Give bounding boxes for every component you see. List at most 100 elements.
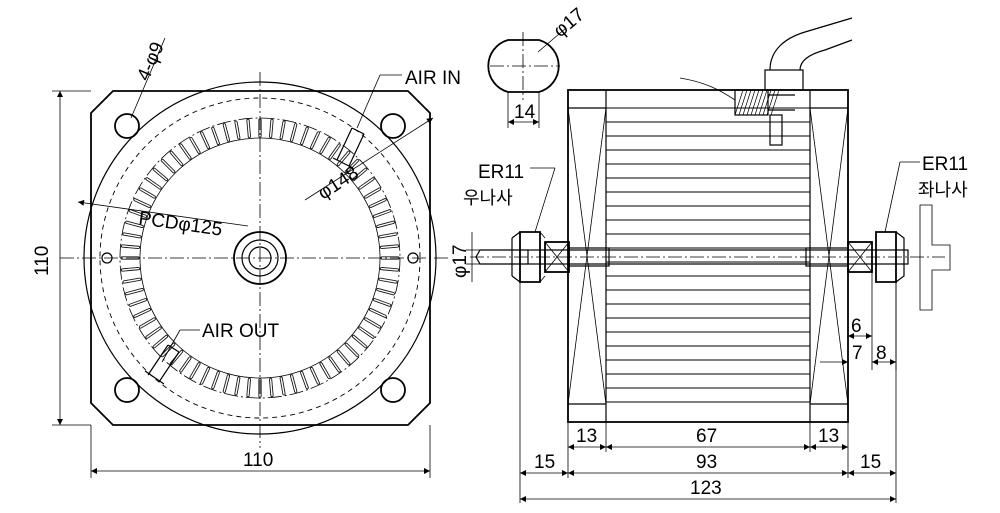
- cooling-slot-inner: [139, 318, 156, 328]
- gland-hatch: [754, 89, 764, 116]
- cooling-slot-inner: [345, 159, 359, 173]
- cooling-slot-inner: [379, 278, 397, 283]
- cooling-slot-inner: [377, 288, 394, 295]
- cooling-slot-inner: [121, 245, 140, 249]
- left-er11-nut: [511, 231, 546, 283]
- cooling-slot-inner: [123, 233, 141, 238]
- gland-hatch: [750, 89, 760, 116]
- air-in-nozzle: [332, 74, 402, 169]
- cooling-slot-inner: [180, 144, 191, 159]
- cooling-slot-inner: [373, 210, 391, 218]
- cooling-slot-inner: [369, 198, 386, 208]
- cooling-slot-inner: [223, 375, 230, 392]
- dim123-label: 123: [690, 478, 722, 499]
- cooling-slot-inner: [320, 363, 330, 379]
- detail-dia-label: φ17: [550, 4, 589, 42]
- cooling-slot-inner: [365, 188, 381, 198]
- mount-hole-br: [380, 377, 406, 403]
- cooling-slot-inner: [380, 245, 399, 249]
- cooling-slot-inner: [235, 121, 240, 139]
- cooling-slot-inner: [161, 159, 175, 173]
- shaft-section-detail: φ17 14: [487, 4, 589, 128]
- left-nut-type: 우나사: [463, 188, 513, 209]
- dim93-label: 93: [696, 452, 717, 473]
- hole-leader: [130, 37, 166, 119]
- side-shaft-dia-label: φ17: [450, 245, 471, 278]
- dim7-label: 7: [852, 343, 863, 364]
- cooling-slot-inner: [200, 367, 210, 384]
- cooling-slot-inner: [310, 132, 319, 149]
- cooling-slot-inner: [337, 151, 350, 166]
- dim6-label: 6: [851, 316, 862, 337]
- cooling-slot-inner: [301, 371, 308, 389]
- cooling-slot-inner: [337, 350, 350, 365]
- mount-hole-tl: [114, 113, 140, 139]
- dia148-dim-line: [304, 117, 434, 201]
- cooling-slot-inner: [190, 363, 200, 379]
- gland-hatch: [762, 89, 772, 116]
- cooling-slot-inner: [212, 127, 220, 145]
- cooling-slot-inner: [123, 278, 141, 283]
- pcd-leader: [77, 199, 249, 227]
- cooling-slot-inner: [134, 308, 151, 317]
- cooling-slot-inner: [365, 318, 381, 328]
- cooling-slot-inner: [223, 123, 230, 141]
- mount-hole-bl: [114, 377, 140, 403]
- dim67-label: 67: [696, 426, 717, 447]
- cooling-slot-inner: [212, 371, 220, 389]
- cooling-slot-inner: [329, 357, 340, 372]
- gland-hatch: [746, 89, 756, 116]
- cooling-slot-inner: [146, 327, 161, 338]
- cooling-slot-inner: [345, 343, 359, 357]
- cooling-slot-inner: [280, 377, 285, 395]
- cooling-slot-inner: [247, 378, 251, 397]
- left-nut-name: ER11: [478, 162, 524, 183]
- cooling-slot-inner: [139, 188, 156, 198]
- cooling-slot-inner: [310, 367, 319, 384]
- air-out-nozzle: [144, 329, 200, 385]
- cooling-fins: [606, 107, 810, 403]
- cooling-slot-inner: [359, 327, 374, 338]
- dim13-left-label: 13: [576, 426, 597, 447]
- pcd-label: PCDφ125: [137, 208, 223, 241]
- detail-flat-label: 14: [514, 102, 536, 123]
- cooling-slot-inner: [121, 267, 140, 271]
- cooling-slot-inner: [129, 299, 147, 306]
- width-label: 110: [243, 450, 273, 471]
- cooling-slot-inner: [320, 137, 330, 154]
- cooling-slot-inner: [129, 210, 147, 218]
- right-nut-type: 좌나사: [918, 180, 968, 201]
- cooling-slot-inner: [247, 119, 251, 138]
- cooling-slots: [120, 118, 400, 398]
- cooling-slot-inner: [269, 119, 273, 138]
- air-out-label: AIR OUT: [202, 321, 279, 342]
- cooling-slot-inner: [180, 357, 191, 372]
- cable-gland: [734, 89, 769, 116]
- dim8-label: 8: [876, 343, 887, 364]
- gland-hatch: [738, 89, 748, 116]
- cooling-slot-inner: [146, 178, 161, 189]
- gland-hatch: [734, 89, 744, 116]
- cooling-slot-inner: [200, 132, 210, 149]
- cooling-slot-inner: [125, 221, 143, 228]
- cooling-slot-inner: [280, 121, 285, 139]
- gland-hatch: [766, 89, 776, 116]
- cooling-slot-inner: [373, 299, 391, 306]
- cooling-slot-inner: [380, 267, 399, 271]
- mount-hole-tr: [380, 113, 406, 139]
- cooling-slot-inner: [377, 221, 394, 228]
- air-in-label: AIR IN: [405, 68, 461, 89]
- cooling-slot-inner: [153, 168, 168, 181]
- cooling-slot-inner: [379, 233, 397, 238]
- cooling-slot-inner: [301, 127, 308, 145]
- cooling-slot-inner: [290, 375, 297, 392]
- cooling-slot-inner: [161, 343, 175, 357]
- hole-callout: 4-φ9: [133, 39, 168, 84]
- cooling-slot-inner: [235, 377, 240, 395]
- cooling-slot-inner: [352, 168, 367, 181]
- cooling-slot-inner: [359, 178, 374, 189]
- cooling-slot-inner: [170, 151, 183, 166]
- cooling-slot-inner: [190, 137, 200, 154]
- gland-hatch: [770, 89, 780, 116]
